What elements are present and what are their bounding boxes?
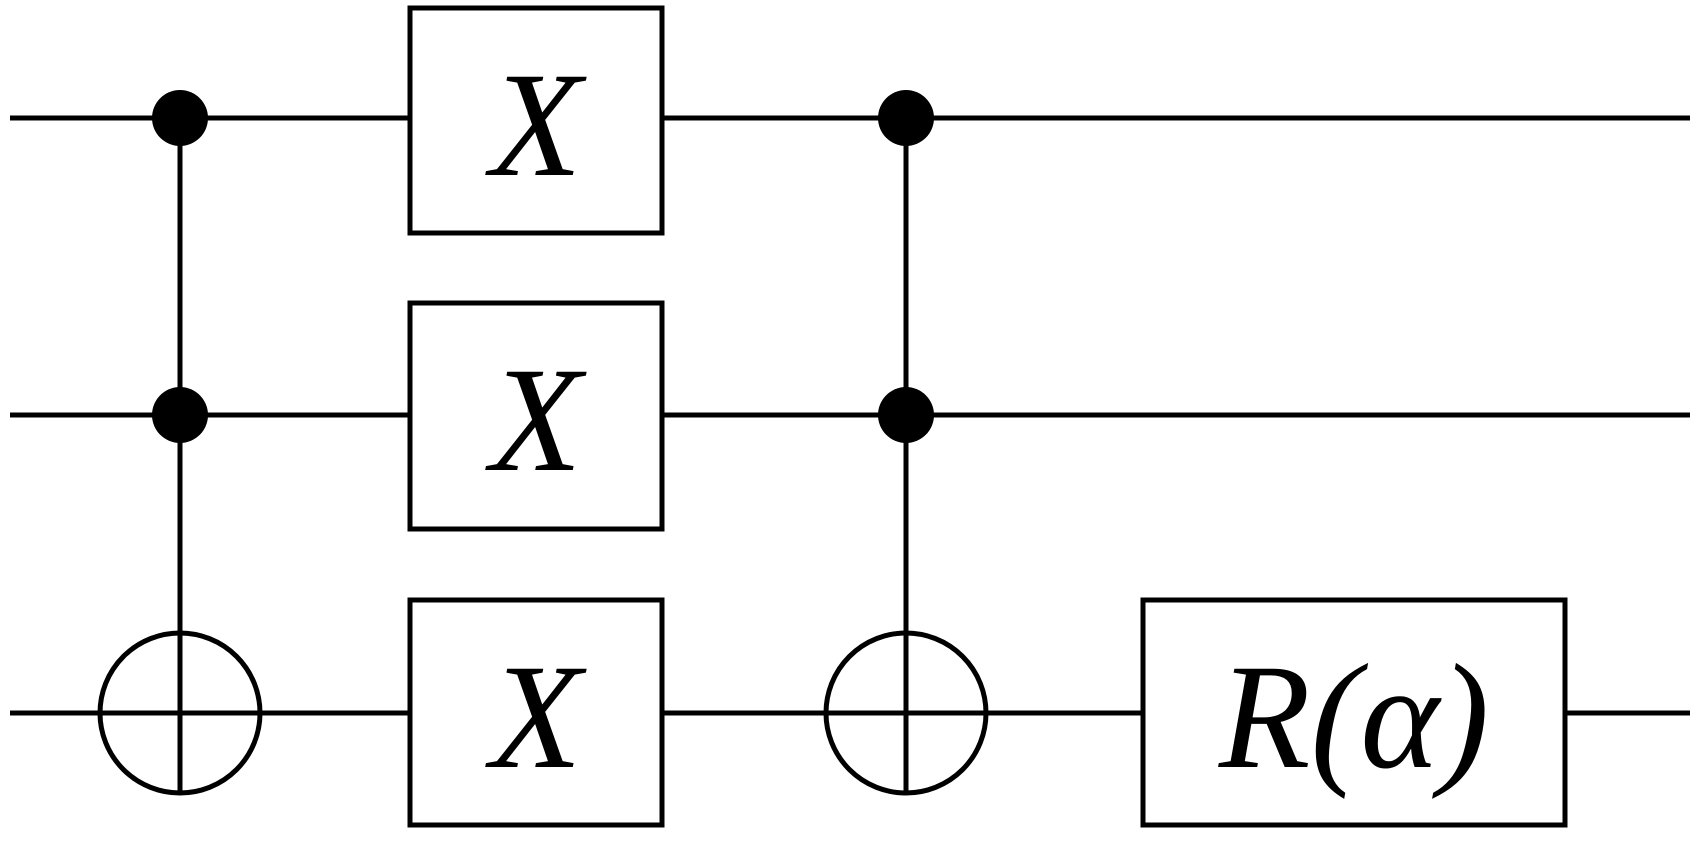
- toffoli-2-control-dot-qubit-2: [878, 387, 934, 443]
- rotation-gate-qubit-3: R(α): [1140, 597, 1568, 828]
- toffoli-gate-1: [97, 90, 263, 796]
- toffoli-2-control-dot-qubit-1: [878, 90, 934, 146]
- x-gate-1-box: [407, 5, 665, 236]
- toffoli-1-control-dot-qubit-2: [152, 387, 208, 443]
- x-gate-2-label: X: [485, 337, 587, 503]
- toffoli-1-control-dot-qubit-1: [152, 90, 208, 146]
- rotation-gate-box: [1140, 597, 1568, 828]
- x-gate-1-label: X: [485, 42, 587, 208]
- x-gate-qubit-2: X: [407, 300, 665, 532]
- toffoli-gate-2: [823, 90, 989, 796]
- x-gate-qubit-3: X: [407, 597, 665, 828]
- x-gate-3-label: X: [485, 634, 587, 800]
- x-gate-2-box: [407, 300, 665, 532]
- rotation-gate-label: R(α): [1218, 634, 1489, 800]
- x-gate-3-box: [407, 597, 665, 828]
- x-gate-qubit-1: X: [407, 5, 665, 236]
